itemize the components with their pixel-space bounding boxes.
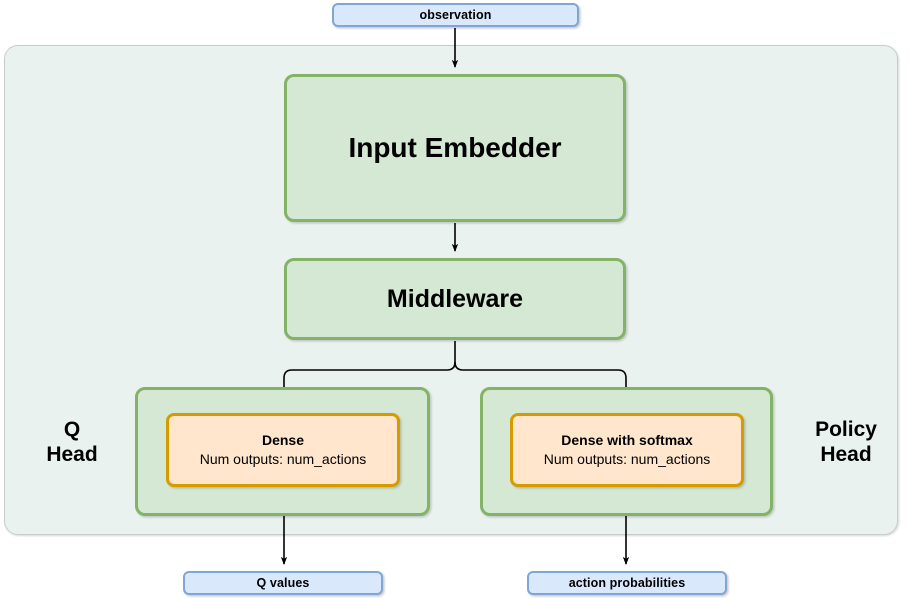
node-q-values[interactable]: Q values [183,571,383,595]
label-q-head-line1: Q [63,418,81,441]
node-q-dense-subtitle: Num outputs: num_actions [199,451,367,467]
node-q-dense[interactable]: Dense Num outputs: num_actions [166,413,400,487]
node-input-embedder[interactable]: Input Embedder [284,74,626,222]
node-observation[interactable]: observation [332,3,579,27]
label-q-head: Q Head [24,418,120,468]
node-input-embedder-label: Input Embedder [348,132,562,163]
node-action-probabilities-label: action probabilities [568,576,686,590]
label-policy-head: Policy Head [790,418,902,468]
label-q-head-line2: Head [46,442,98,466]
node-policy-dense[interactable]: Dense with softmax Num outputs: num_acti… [510,413,744,487]
node-middleware[interactable]: Middleware [284,258,626,340]
node-q-dense-title: Dense [261,432,305,449]
node-action-probabilities[interactable]: action probabilities [527,571,727,595]
node-policy-dense-title: Dense with softmax [561,432,693,449]
node-middleware-label: Middleware [386,284,524,313]
label-policy-head-line2: Head [820,442,872,466]
label-policy-head-line1: Policy [815,418,877,441]
node-q-values-label: Q values [256,576,310,590]
node-policy-dense-subtitle: Num outputs: num_actions [543,451,711,467]
node-observation-label: observation [419,8,492,22]
